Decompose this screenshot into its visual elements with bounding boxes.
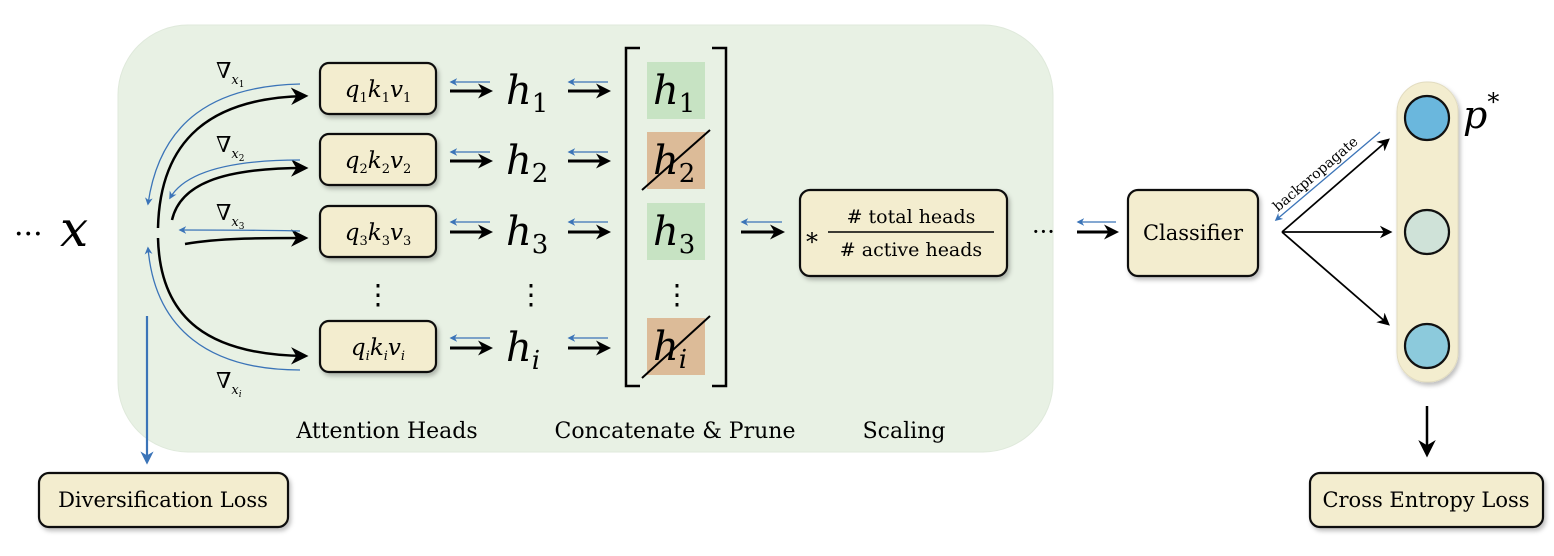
forward-curve-3 [184,229,309,247]
matrix-cell-1 [647,62,705,119]
svg-text:∇x1: ∇x1 [216,59,244,90]
svg-text:∇x2: ∇x2 [216,133,244,164]
classifier-arrow-top [1281,138,1390,233]
cross-entropy-loss-box [1308,471,1545,529]
grad-label-3: ∇x3 [216,201,245,232]
head-box-2 [318,132,438,187]
input-ellipsis: ··· [14,217,43,252]
diversification-loss-label: Diversification Loss [58,488,268,512]
classifier-label: Classifier [1143,221,1244,245]
h-output-1: h1 [506,68,548,119]
grad-curve-3 [178,226,301,234]
scaling-box [798,188,1009,278]
grad-label-2: ∇x2 [216,133,244,164]
svg-text:∇xi: ∇xi [216,369,242,400]
head-box-3 [318,204,438,259]
matrix-vertical-ellipsis: ⋮ [663,278,691,311]
h-output-2: h2 [506,138,548,189]
classifier-arrow-bottom [1281,231,1390,326]
matrix-h-i: hi [653,324,687,375]
grad-curve-1 [145,83,301,206]
mid-ellipsis: ··· [1032,218,1055,246]
scaling-denominator: # active heads [840,239,982,261]
head-to-h-arrows [449,78,493,356]
h-output-i: hi [506,325,540,376]
cross-entropy-loss-label: Cross Entropy Loss [1322,488,1529,512]
matrix-to-scaling-arrows [740,218,785,240]
head-label-i: qikivi [351,335,405,364]
h-vertical-ellipsis: ⋮ [517,278,545,311]
matrix-cell-3 [647,203,705,260]
grad-curve-i [144,246,301,371]
head-label-1: q1k1v1 [345,77,412,106]
right-bracket [712,46,728,388]
scaling-numerator: # total heads [847,206,976,228]
output-prob-label: p* [1463,88,1499,137]
classifier-box [1126,188,1260,278]
forward-curve-2 [170,159,309,221]
output-node-top [1403,94,1451,142]
output-node-mid [1403,208,1451,256]
forward-curve-1 [156,87,309,229]
grad-label-i: ∇xi [216,369,242,400]
prune-strike-i [641,315,711,379]
matrix-h-1: h1 [653,68,695,119]
head-label-2: q2k2v2 [345,148,412,177]
prune-strike-2 [641,129,711,191]
head-box-i [318,319,438,374]
scaling-multiplier: * [806,228,818,256]
left-bracket [624,46,640,388]
label-attention-heads: Attention Heads [295,419,477,444]
svg-text:∇x3: ∇x3 [216,201,245,232]
matrix-h-3: h3 [653,209,695,260]
forward-curve-i [156,237,309,365]
backprop-arrow [1274,131,1381,222]
grad-curve-2 [169,159,301,200]
head-box-1 [318,61,438,116]
h-output-3: h3 [506,209,548,260]
diversification-loss-box [37,471,290,529]
label-concat-prune: Concatenate & Prune [555,419,796,444]
label-scaling: Scaling [863,419,946,444]
head-label-3: q3k3v3 [345,220,412,249]
output-node-bottom [1403,322,1451,370]
input-x: x [60,200,88,258]
h-to-matrix-arrows [567,78,611,356]
grad-label-1: ∇x1 [216,59,244,90]
heads-vertical-ellipsis: ⋮ [364,278,392,311]
